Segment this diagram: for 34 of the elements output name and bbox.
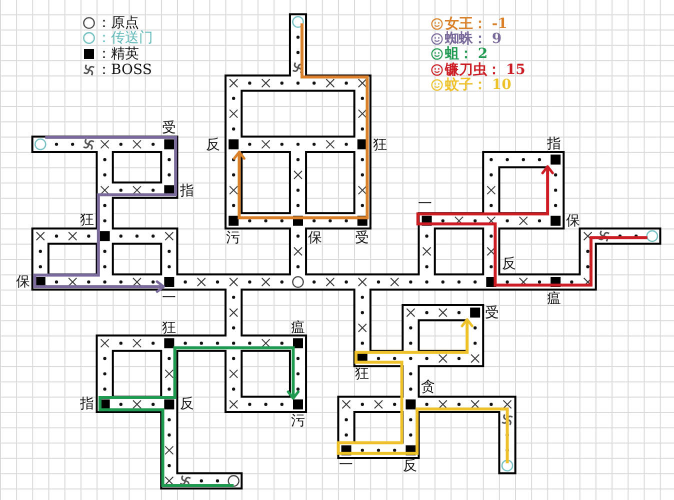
map-label: 指	[547, 136, 561, 152]
map-label: 保	[16, 274, 30, 290]
map-label: 贪	[421, 379, 435, 395]
map-label: 瘟	[547, 291, 561, 307]
map-label: 污	[226, 230, 240, 246]
map-label: 狂	[162, 320, 176, 336]
map-label: 狂	[80, 212, 94, 228]
map-label: 保	[308, 230, 322, 246]
map-label: 受	[355, 230, 369, 246]
map-label: 反	[206, 137, 220, 153]
map-label: 指	[80, 396, 94, 412]
map-label: 反	[502, 256, 516, 272]
map-label: 狂	[373, 137, 387, 153]
legend-text: 蚊子： 10	[445, 77, 512, 93]
map-label: 瘟	[291, 320, 305, 336]
legend-text: 蛆： 2	[445, 46, 488, 62]
legend-text: 镰刀虫： 15	[445, 62, 526, 78]
map-label: 受	[162, 120, 176, 136]
map-label: 狂	[355, 366, 369, 382]
legend-text: ：精英	[97, 46, 139, 62]
map-label: 一	[339, 457, 353, 473]
map-label: 反	[180, 396, 194, 412]
legend-text: 蜘蛛： 9	[445, 31, 502, 47]
map-label: 污	[291, 413, 305, 429]
map-label: 一	[418, 196, 432, 212]
legend-text: ：BOSS	[97, 62, 152, 78]
map-label: 指	[180, 183, 194, 199]
map-label: 一	[162, 290, 176, 306]
map-label: 保	[566, 213, 580, 229]
legend-text: 女王： -1	[445, 16, 508, 32]
map-label: 反	[403, 458, 417, 474]
legend-text: ：原点	[97, 15, 139, 31]
legend-text: ：传送门	[97, 30, 153, 46]
map-label: 受	[485, 305, 499, 321]
